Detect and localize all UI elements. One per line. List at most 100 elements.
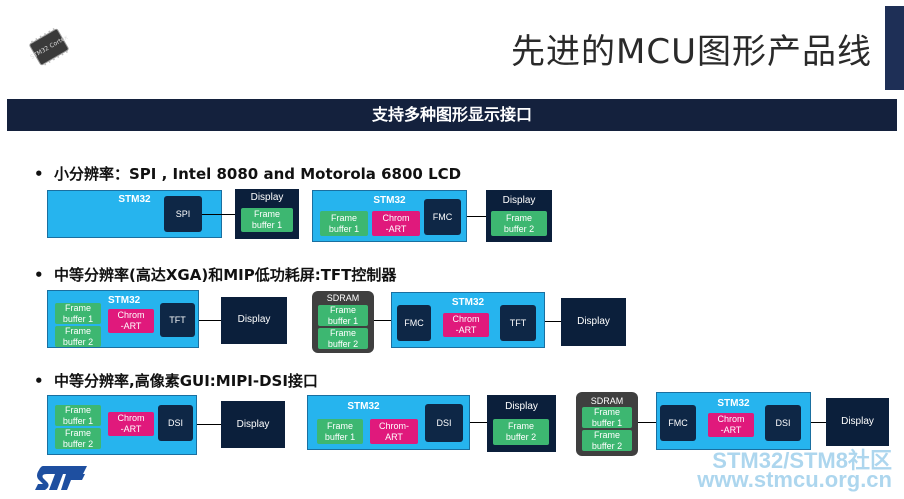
stm32-label: STM32 [717,398,750,409]
display-label: Display [236,419,270,430]
banner-text: 支持多种图形显示接口 [371,105,532,124]
display-block: Display [221,401,285,448]
tft-block: TFT [160,303,195,337]
dsi-block: DSI [425,404,463,442]
frame-buffer-text: Frame [329,327,356,338]
frame-buffer-text: Frame [64,325,91,336]
fmc-block: FMC [424,199,461,235]
chrom-art-text: Chrom- [378,420,409,431]
stm32-label: STM32 [347,401,380,412]
section-heading-text: 小分辨率：SPI , Intel 8080 and Motorola 6800 … [54,165,462,183]
frame-buffer-text: Frame [505,212,532,223]
chrom-art-text: ART [385,431,403,442]
frame-buffer-text: Frame [64,427,91,438]
frame-buffer-text: buffer 1 [62,313,94,324]
chrom-art-block: Chrom-ART [443,313,489,337]
chrom-art-text: -ART [120,424,142,434]
chrom-art-text: Chrom [117,310,145,320]
connector-line [202,214,235,215]
display-block: Display [221,297,287,344]
chrom-art-text: Chrom [717,414,745,424]
frame-buffer-text: Frame [326,420,353,431]
fmc-block: FMC [397,305,431,341]
watermark-bottom: www.stmcu.org.cn [697,467,892,492]
connector-line [638,422,656,423]
connector-line [374,320,391,321]
display-label: Display [237,314,271,325]
watermark-top: STM32/STM8社区 [712,448,892,473]
frame-buffer-text: Frame [64,404,91,415]
display-label: Display [841,416,874,427]
chrom-art-text: -ART [455,325,477,335]
bullet-dot: • [34,372,44,390]
connector-line [467,216,486,217]
frame-buffer-text: Frame [593,406,620,417]
chrom-art-text: Chrom [452,314,480,324]
bullet-dot: • [34,266,44,284]
frame-buffer-text: Frame [593,429,620,440]
frame-buffer-text: buffer 2 [503,223,535,234]
frame-buffer-text: buffer 2 [327,338,359,349]
section-banner: 支持多种图形显示接口 [7,99,897,131]
section-heading-text: 中等分辨率,高像素GUI:MIPI-DSI接口 [54,372,318,390]
display-label: Display [505,401,538,412]
chrom-art-block: Chrom-ART [370,419,418,444]
frame-buffer-text: buffer 1 [328,223,360,234]
frame-buffer-text: Frame [507,421,534,431]
section-heading-medium-resolution: • 中等分辨率(高达XGA)和MIP低功耗屏:TFT控制器 [34,264,396,285]
spi-block: SPI [164,196,202,232]
frame-buffer-text: buffer 1 [324,431,356,442]
frame-buffer-text: buffer 1 [251,220,283,230]
display-block: Display [826,398,889,446]
connector-line [199,320,221,321]
chrom-art-block: Chrom-ART [108,412,154,436]
stm32-label: STM32 [118,194,151,205]
frame-buffer-text: Frame [329,304,356,315]
frame-buffer-text: buffer 1 [327,315,359,326]
section-heading-text: 中等分辨率(高达XGA)和MIP低功耗屏:TFT控制器 [54,266,397,284]
chrom-art-text: Chrom [382,212,410,223]
chrom-art-text: Chrom [117,413,145,423]
stm32-label: STM32 [451,297,485,308]
st-logo-icon [35,466,87,490]
header-accent-bar [885,6,904,90]
chrom-art-block: Chrom-ART [708,413,754,437]
fmc-block: FMC [660,405,696,441]
frame-buffer-text: buffer 1 [591,417,623,428]
frame-buffer-text: Frame [330,212,357,223]
bullet-dot: • [34,165,44,183]
stm32-chip-icon: STM32 Cortex [29,28,70,66]
connector-line [470,422,487,423]
connector-line [545,321,561,322]
sdram-label: SDRAM [590,396,624,406]
connector-line [197,424,221,425]
display-label: Display [577,316,610,327]
frame-buffer-text: Frame [253,209,280,219]
stm32-label: STM32 [108,295,141,306]
section-heading-mipi-dsi: • 中等分辨率,高像素GUI:MIPI-DSI接口 [34,370,318,391]
display-block: Display [561,298,626,346]
chrom-art-text: -ART [385,223,407,234]
section-heading-small-resolution: • 小分辨率：SPI , Intel 8080 and Motorola 6800… [34,163,461,184]
chrom-art-text: -ART [720,425,742,435]
frame-buffer-text: buffer 2 [62,336,94,347]
dsi-block: DSI [158,405,193,441]
dsi-block: DSI [765,405,801,441]
chrom-art-text: -ART [120,321,142,331]
stm32-label: STM32 [373,195,406,206]
